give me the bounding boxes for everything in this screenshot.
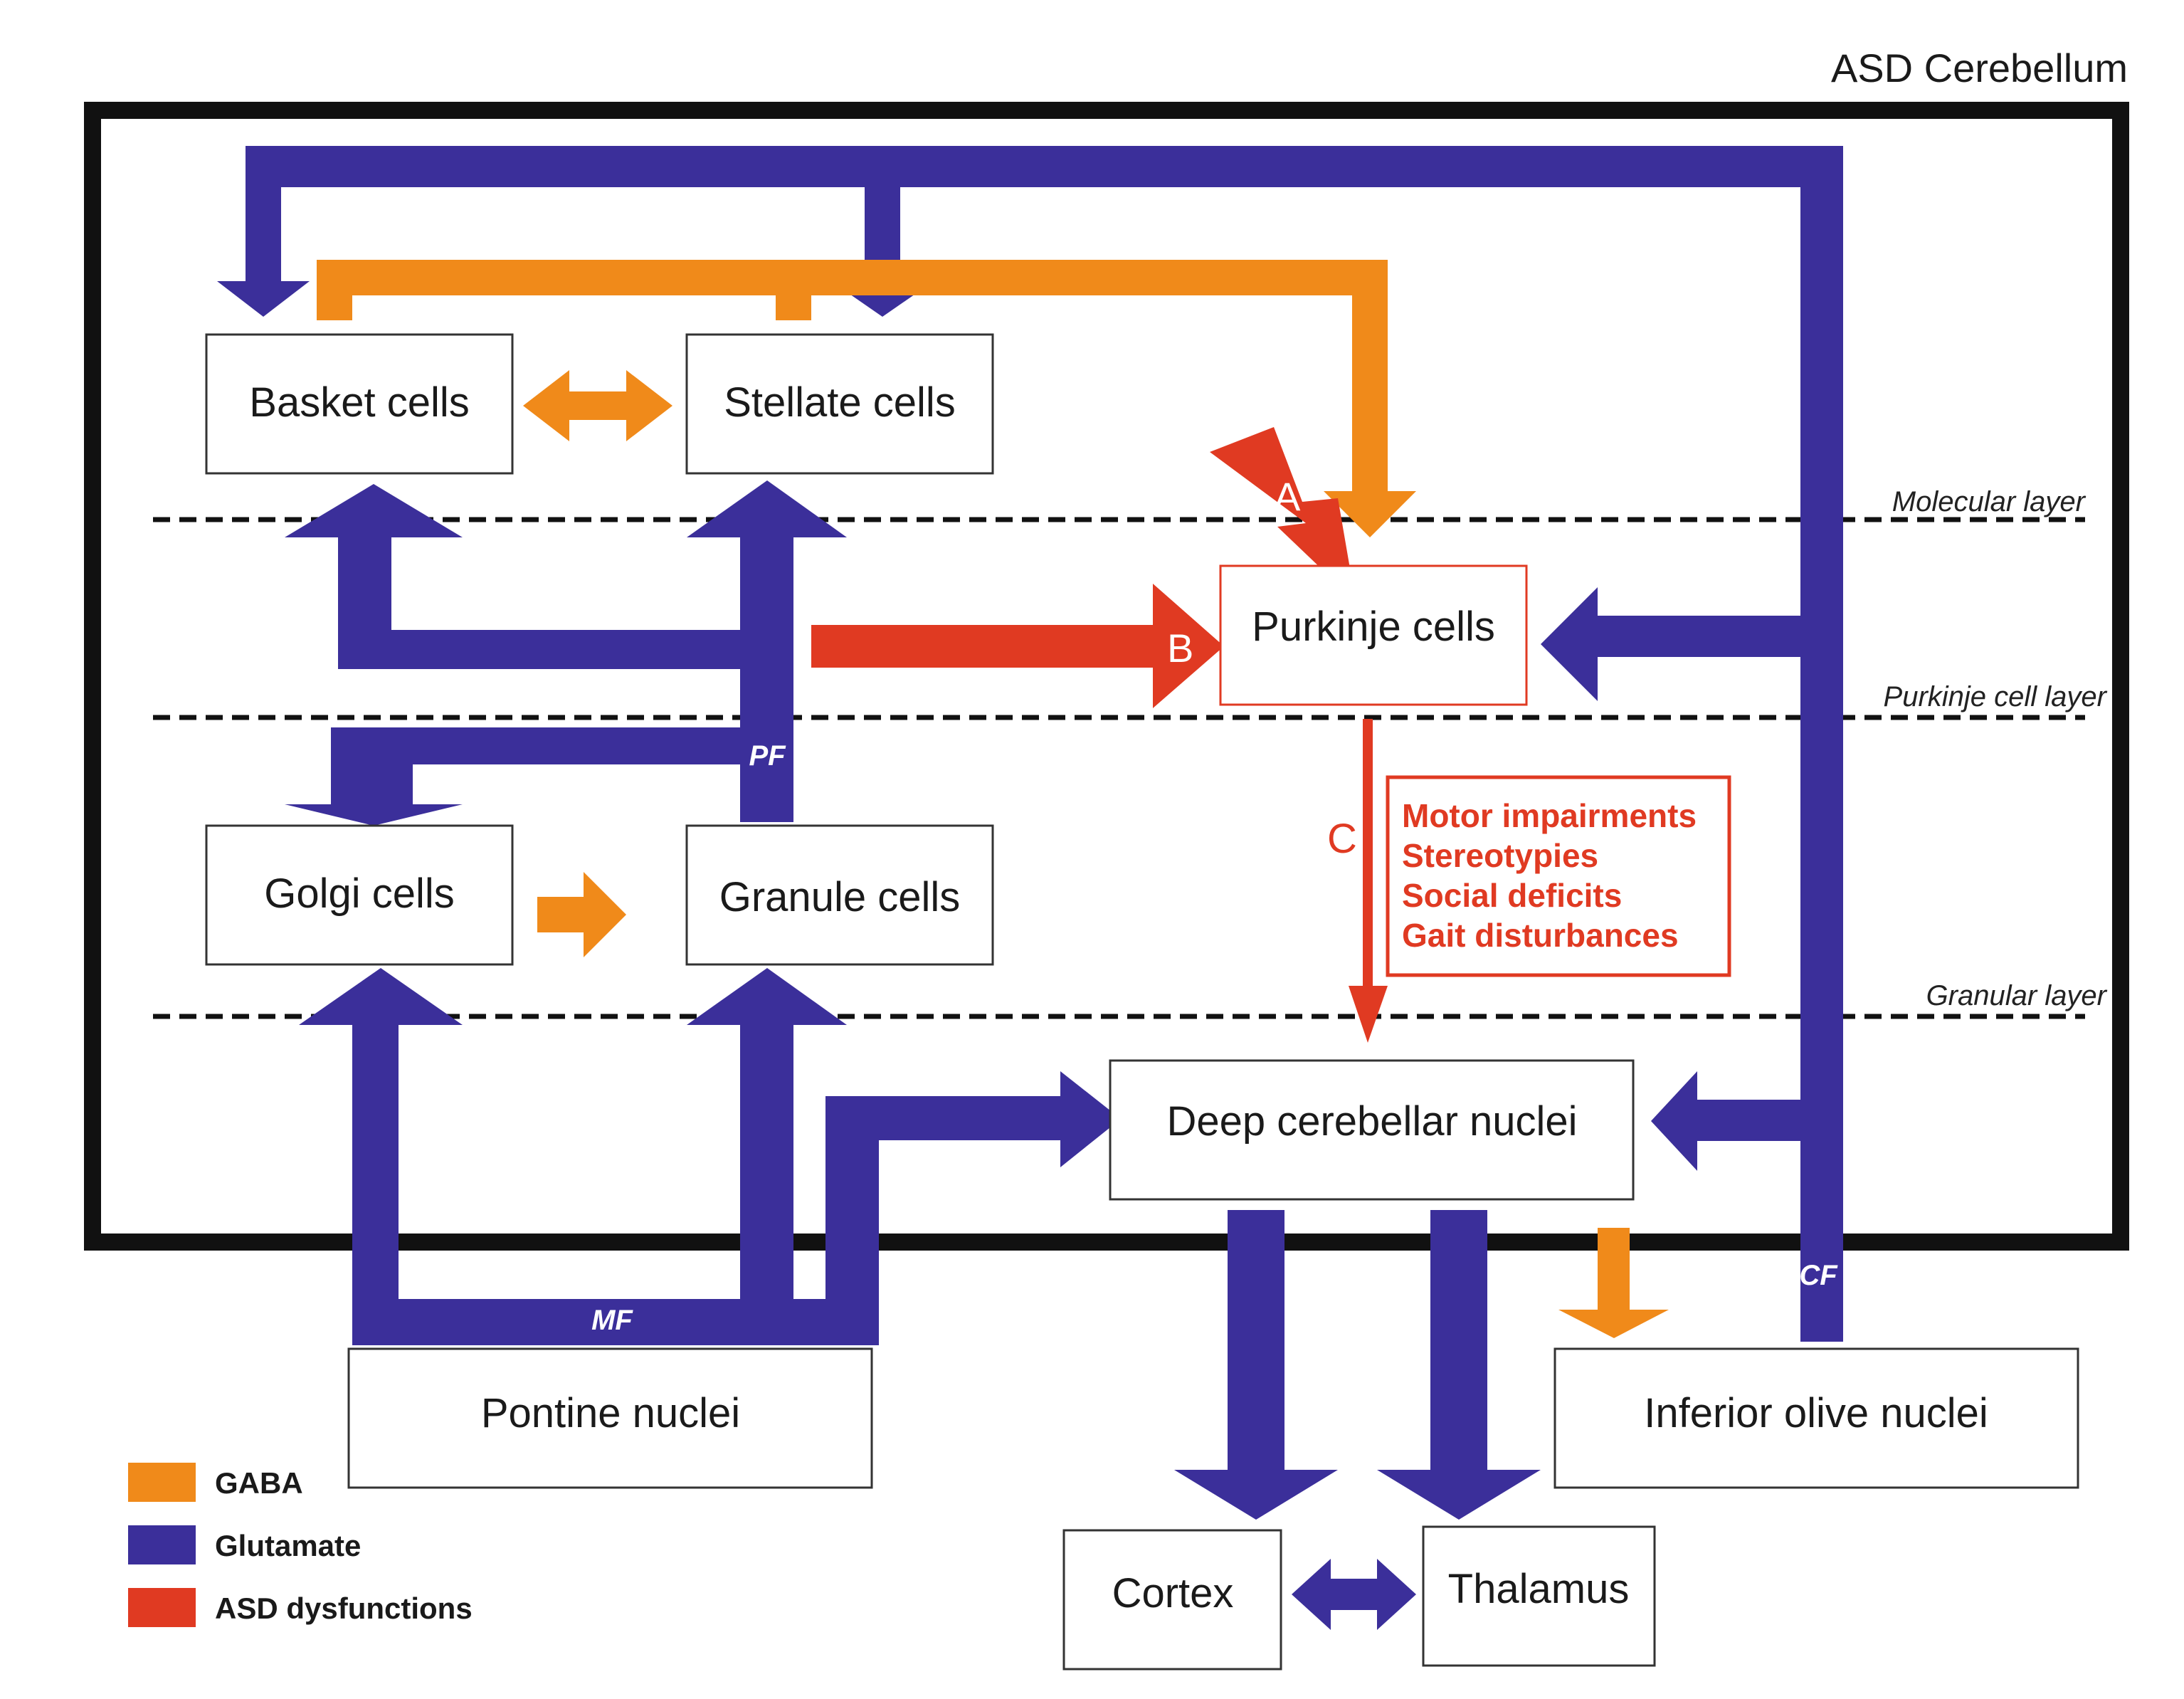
cf-left-drop: [246, 146, 281, 281]
gaba-pathways: [317, 260, 1669, 1338]
impairments-box: [1386, 775, 1731, 977]
asd-lightning-a: [1210, 427, 1356, 601]
asd-arrow-b-head: [1153, 584, 1224, 708]
stellate-cells-label: Stellate cells: [724, 379, 956, 426]
legend-label-gaba: GABA: [215, 1466, 303, 1500]
cerebellum-frame: [84, 102, 2129, 1251]
inferior-olive-box: Inferior olive nuclei: [1553, 1347, 2079, 1489]
cf-top-bar: [246, 146, 1843, 187]
gaba-top-bar: [317, 260, 1388, 295]
gaba-stellate-stub: [776, 260, 811, 320]
thalamus-box: Thalamus: [1422, 1525, 1656, 1667]
gaba-to-purkinje-arrowhead: [1324, 491, 1416, 537]
gaba-to-purkinje-stem: [1352, 260, 1388, 495]
mf-label: MF: [591, 1305, 633, 1336]
cf-to-basket-arrowhead: [217, 281, 310, 317]
impairment-item: Social deficits: [1402, 877, 1622, 914]
purkinje-cells-label: Purkinje cells: [1252, 604, 1495, 650]
pf-label: PF: [749, 740, 786, 772]
cortex-box: Cortex: [1062, 1529, 1282, 1671]
golgi-to-granule-arrow: [537, 872, 626, 957]
cf-to-purkinje-arrowhead: [1541, 587, 1598, 701]
granule-cells-box: Granule cells: [685, 824, 994, 966]
basket-stellate-double-arrow: [523, 370, 672, 441]
marker-b: B: [1167, 626, 1193, 670]
basket-cells-label: Basket cells: [249, 379, 469, 426]
impairment-item: Stereotypies: [1402, 837, 1598, 874]
impairments-list: Motor impairments Stereotypies Social de…: [1402, 797, 1697, 954]
granular-layer-label: Granular layer: [1926, 980, 2108, 1011]
dcn-to-olive-arrowhead: [1558, 1310, 1669, 1338]
cf-to-purkinje-bar: [1598, 616, 1811, 657]
legend-swatch-glutamate: [128, 1525, 196, 1564]
marker-a: A: [1274, 474, 1301, 519]
legend-swatch-asd: [128, 1588, 196, 1627]
legend-swatch-gaba: [128, 1463, 196, 1502]
mf-to-golgi-arrowhead: [299, 968, 463, 1025]
cf-to-dcn-bar: [1697, 1100, 1811, 1141]
cf-vertical-trunk: [1800, 146, 1843, 1342]
gaba-basket-stub: [317, 260, 352, 320]
dcn-box: Deep cerebellar nuclei: [1109, 1059, 1635, 1201]
purkinje-layer-label: Purkinje cell layer: [1884, 681, 2108, 712]
asd-arrow-c-shaft: [1363, 719, 1373, 989]
mf-to-golgi-stem: [352, 1025, 399, 1345]
mf-to-granule-arrowhead: [687, 968, 847, 1025]
pf-vertical-stem: [740, 537, 793, 822]
impairment-item: Gait disturbances: [1402, 917, 1679, 954]
marker-c: C: [1327, 816, 1357, 862]
legend: GABA Glutamate ASD dysfunctions: [128, 1463, 473, 1627]
dcn-label: Deep cerebellar nuclei: [1166, 1098, 1577, 1145]
mf-to-dcn-arrowhead: [1060, 1071, 1121, 1167]
asd-dysfunctions: [811, 427, 1388, 1043]
legend-label-asd: ASD dysfunctions: [215, 1592, 473, 1625]
pontine-nuclei-box: Pontine nuclei: [347, 1347, 873, 1489]
dcn-to-olive-stem: [1598, 1228, 1630, 1313]
cortex-thalamus-double-arrow: [1292, 1559, 1416, 1630]
golgi-cells-label: Golgi cells: [264, 870, 455, 917]
legend-label-glutamate: Glutamate: [215, 1529, 361, 1562]
cf-to-dcn-arrowhead: [1651, 1071, 1697, 1171]
golgi-cells-box: Golgi cells: [205, 824, 514, 966]
dcn-to-thalamus-stem: [1430, 1210, 1487, 1473]
cf-label: CF: [1799, 1260, 1838, 1291]
dcn-to-cortex-stem: [1228, 1210, 1284, 1473]
inferior-olive-label: Inferior olive nuclei: [1644, 1390, 1988, 1436]
pf-to-golgi-stem: [331, 727, 413, 806]
pf-to-basket-arrowhead: [285, 484, 463, 537]
cortex-label: Cortex: [1112, 1570, 1234, 1616]
thalamus-label: Thalamus: [1448, 1566, 1630, 1612]
pf-to-stellate-arrowhead: [687, 480, 847, 537]
purkinje-cells-box: Purkinje cells: [1219, 564, 1528, 706]
pf-horizontal-bar: [338, 630, 793, 669]
stellate-cells-box: Stellate cells: [685, 333, 994, 475]
asd-arrow-c-head: [1349, 986, 1388, 1043]
asd-arrow-b-shaft: [811, 625, 1171, 668]
granule-cells-label: Granule cells: [719, 874, 960, 920]
molecular-layer-label: Molecular layer: [1892, 486, 2087, 517]
impairment-item: Motor impairments: [1402, 797, 1697, 834]
mf-to-dcn-bar: [825, 1096, 1060, 1140]
diagram-title: ASD Cerebellum: [1831, 46, 2128, 90]
dcn-to-thalamus-arrowhead: [1377, 1470, 1541, 1520]
pf-to-golgi-arrowhead: [285, 804, 463, 826]
mf-to-granule-stem: [740, 1025, 793, 1345]
dcn-to-cortex-arrowhead: [1174, 1470, 1338, 1520]
pontine-nuclei-label: Pontine nuclei: [481, 1390, 740, 1436]
glutamate-pathways: [217, 146, 1843, 1630]
basket-cells-box: Basket cells: [205, 333, 514, 475]
